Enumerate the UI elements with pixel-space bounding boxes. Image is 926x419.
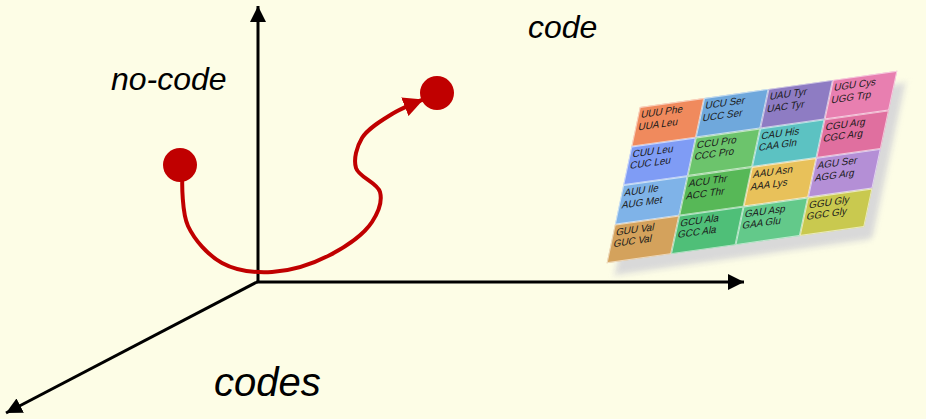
horizontal-axis xyxy=(257,281,744,284)
state-label: code xyxy=(528,10,597,45)
vertical-axis xyxy=(257,6,260,283)
transition-arrow xyxy=(182,100,421,272)
state-dot: no-code xyxy=(163,148,197,182)
axis-label: codes xyxy=(214,360,321,404)
state-dot: code xyxy=(420,76,454,110)
state-label: no-code xyxy=(111,62,227,97)
